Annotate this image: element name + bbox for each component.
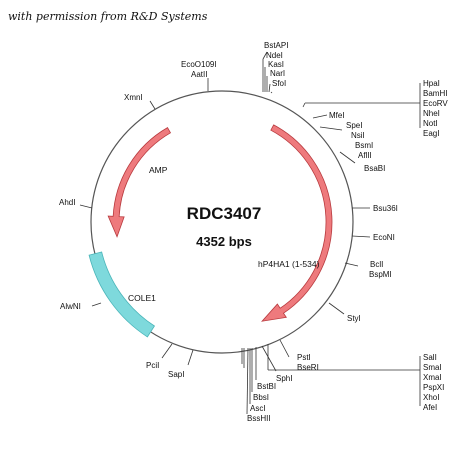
site-nsii: NsiI — [351, 131, 365, 140]
site-ecoo109i: EcoO109I — [181, 60, 217, 69]
site-eagi: EagI — [423, 129, 439, 138]
plasmid-name: RDC3407 — [187, 204, 262, 223]
site-bsabi: BsaBI — [364, 164, 385, 173]
site-xmni: XmnI — [124, 93, 143, 102]
site-sphi: SphI — [276, 374, 292, 383]
site-aatii: AatII — [191, 70, 207, 79]
site-styi: StyI — [347, 314, 361, 323]
site-alwni: AlwNI — [60, 302, 81, 311]
site-noti: NotI — [423, 119, 438, 128]
site-ecorv: EcoRV — [423, 99, 448, 108]
site-sfoi: SfoI — [272, 79, 286, 88]
site-ndei: NdeI — [266, 51, 283, 60]
site-bstapi: BstAPI — [264, 41, 288, 50]
amp-gene-arrow — [107, 127, 172, 238]
cole1-label: COLE1 — [128, 293, 156, 303]
site-xhoi: XhoI — [423, 393, 439, 402]
site-bbsi: BbsI — [253, 393, 269, 402]
site-leader-lines — [79, 51, 421, 415]
site-spei: SpeI — [346, 121, 362, 130]
hp4ha1-insert-arrow — [261, 124, 333, 322]
site-pspxi: PspXI — [423, 383, 444, 392]
site-smai: SmaI — [423, 363, 442, 372]
site-bamhi: BamHI — [423, 89, 447, 98]
site-sapi: SapI — [168, 370, 184, 379]
site-bstbi: BstBI — [257, 382, 276, 391]
site-nari: NarI — [270, 69, 285, 78]
credit-line: with permission from R&D Systems — [8, 10, 208, 23]
site-econi: EcoNI — [373, 233, 395, 242]
site-asci: AscI — [250, 404, 266, 413]
site-bseri: BseRI — [297, 363, 319, 372]
site-bsshii: BssHII — [247, 414, 271, 423]
plasmid-size: 4352 bps — [196, 234, 252, 249]
site-kasi: KasI — [268, 60, 284, 69]
site-bsmi: BsmI — [355, 141, 373, 150]
site-hpai: HpaI — [423, 79, 440, 88]
plasmid-backbone — [90, 90, 354, 354]
site-pcii: PciI — [146, 361, 159, 370]
site-aflii: AflII — [358, 151, 372, 160]
cole1-origin-arc — [88, 251, 156, 338]
site-ahdi: AhdI — [59, 198, 75, 207]
restriction-site-labels: BstAPI NdeI KasI NarI SfoI EcoO109I AatI… — [59, 41, 448, 423]
site-psti: PstI — [297, 353, 311, 362]
site-afei: AfeI — [423, 403, 437, 412]
site-xmai: XmaI — [423, 373, 442, 382]
amp-label: AMP — [149, 165, 168, 175]
site-nhei: NheI — [423, 109, 440, 118]
site-bspmi: BspMI — [369, 270, 392, 279]
site-sali: SalI — [423, 353, 437, 362]
site-mfei: MfeI — [329, 111, 345, 120]
site-bsu36i: Bsu36I — [373, 204, 398, 213]
site-bcli: BclI — [370, 260, 383, 269]
insert-label: hP4HA1 (1-534) — [258, 259, 320, 269]
